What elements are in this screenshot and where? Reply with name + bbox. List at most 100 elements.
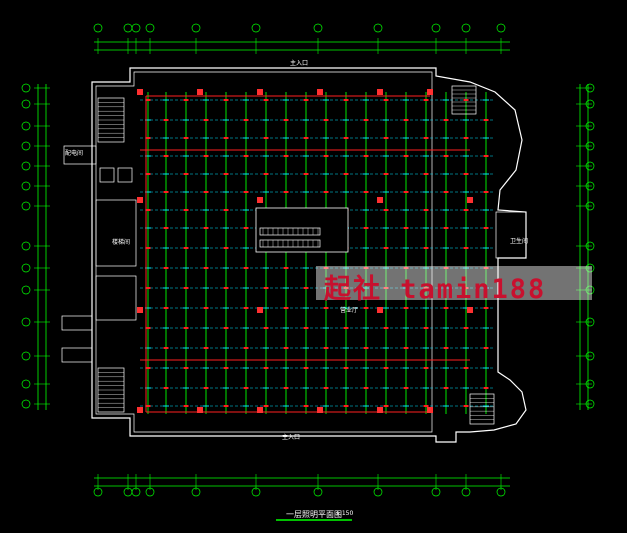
- light-fixture: [183, 405, 189, 407]
- light-fixture: [203, 119, 209, 121]
- axis-bubble: [21, 317, 31, 327]
- light-fixture: [343, 99, 349, 101]
- light-fixture: [303, 405, 309, 407]
- light-fixture: [263, 287, 269, 289]
- stairwells: [97, 85, 495, 425]
- axis-bubble: [21, 351, 31, 361]
- axis-bubble: [373, 487, 383, 497]
- axis-bubble: [585, 263, 595, 273]
- light-fixture: [283, 267, 289, 269]
- light-fixture: [463, 327, 469, 329]
- light-fixture: [183, 99, 189, 101]
- light-fixture: [203, 347, 209, 349]
- structural-column: [137, 89, 143, 95]
- light-fixture: [383, 287, 389, 289]
- axis-bubble: [585, 99, 595, 109]
- light-fixture: [203, 307, 209, 309]
- light-fixture: [323, 347, 329, 349]
- light-fixture: [243, 155, 249, 157]
- light-fixture: [403, 227, 409, 229]
- structural-column: [317, 89, 323, 95]
- light-fixture: [303, 327, 309, 329]
- elevator: [117, 167, 133, 183]
- axis-bubble: [21, 201, 31, 211]
- light-fixture: [283, 307, 289, 309]
- light-fixture: [483, 191, 489, 193]
- axis-bubble: [145, 23, 155, 33]
- light-fixture: [363, 347, 369, 349]
- lighting-grid: [137, 89, 494, 414]
- room-outline: [95, 275, 137, 321]
- dimension-lines: [21, 23, 595, 497]
- escalator: [259, 227, 321, 236]
- light-fixture: [463, 99, 469, 101]
- light-fixture: [243, 191, 249, 193]
- light-fixture: [383, 367, 389, 369]
- light-fixture: [463, 209, 469, 211]
- light-fixture: [483, 387, 489, 389]
- light-fixture: [463, 137, 469, 139]
- light-fixture: [145, 327, 151, 329]
- axis-bubble: [145, 487, 155, 497]
- light-fixture: [463, 173, 469, 175]
- light-fixture: [443, 347, 449, 349]
- light-fixture: [145, 247, 151, 249]
- room-outline: [61, 315, 93, 331]
- light-fixture: [163, 119, 169, 121]
- structural-column: [137, 307, 143, 313]
- light-fixture: [383, 405, 389, 407]
- light-fixture: [343, 367, 349, 369]
- light-fixture: [163, 267, 169, 269]
- axis-bubble: [585, 201, 595, 211]
- light-fixture: [223, 327, 229, 329]
- light-fixture: [323, 387, 329, 389]
- room-label-left-2: 楼梯间: [112, 239, 131, 246]
- light-fixture: [463, 287, 469, 289]
- building-outline: [61, 67, 527, 443]
- structural-column: [377, 307, 383, 313]
- escalator: [259, 239, 321, 248]
- structural-column: [467, 197, 473, 203]
- watermark-text: 起社 tamin188: [324, 274, 547, 305]
- light-fixture: [483, 347, 489, 349]
- light-fixture: [183, 137, 189, 139]
- light-fixture: [223, 247, 229, 249]
- structural-column: [197, 89, 203, 95]
- axis-bubble: [21, 263, 31, 273]
- light-fixture: [363, 307, 369, 309]
- light-fixture: [163, 387, 169, 389]
- light-fixture: [203, 191, 209, 193]
- light-fixture: [283, 191, 289, 193]
- hall-label: 营业厅: [340, 307, 359, 314]
- light-fixture: [423, 367, 429, 369]
- light-fixture: [403, 387, 409, 389]
- light-fixture: [483, 155, 489, 157]
- light-fixture: [243, 347, 249, 349]
- light-fixture: [403, 155, 409, 157]
- light-fixture: [145, 137, 151, 139]
- light-fixture: [323, 119, 329, 121]
- structural-column: [197, 407, 203, 413]
- axis-bubble: [21, 99, 31, 109]
- entrance-label-bottom: 主入口: [282, 434, 301, 441]
- light-fixture: [443, 387, 449, 389]
- room-outline: [61, 347, 93, 363]
- light-fixture: [145, 287, 151, 289]
- structural-column: [427, 89, 433, 95]
- axis-bubble: [373, 23, 383, 33]
- light-fixture: [483, 227, 489, 229]
- structural-column: [427, 407, 433, 413]
- light-fixture: [363, 155, 369, 157]
- light-fixture: [423, 137, 429, 139]
- light-fixture: [443, 227, 449, 229]
- light-fixture: [263, 405, 269, 407]
- structural-column: [377, 197, 383, 203]
- axis-bubble: [21, 285, 31, 295]
- light-fixture: [303, 173, 309, 175]
- axis-bubble: [585, 351, 595, 361]
- light-fixture: [463, 367, 469, 369]
- light-fixture: [463, 247, 469, 249]
- axis-bubble: [21, 141, 31, 151]
- light-fixture: [263, 99, 269, 101]
